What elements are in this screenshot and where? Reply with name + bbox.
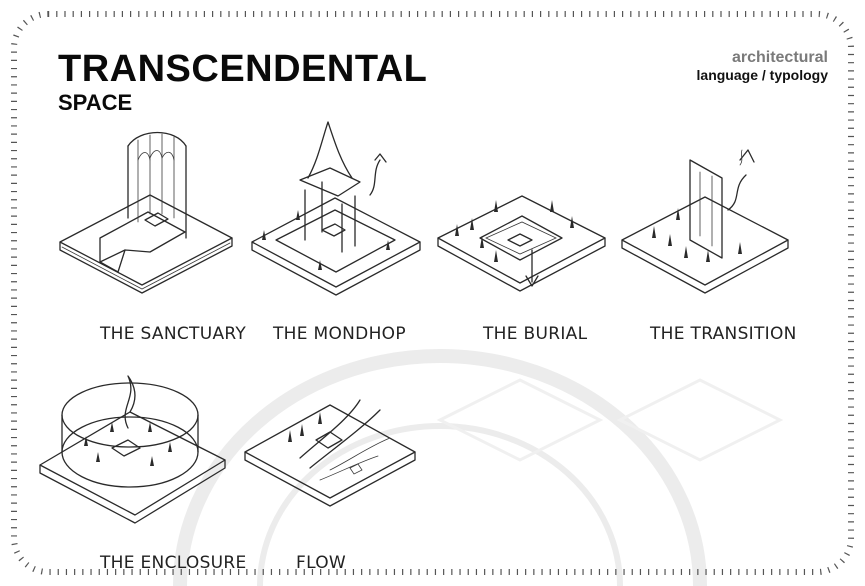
label-transition: THE TRANSITION	[650, 324, 797, 344]
label-enclosure: THE ENCLOSURE	[100, 553, 247, 573]
label-mondhop: THE MONDHOP	[273, 324, 406, 344]
label-sanctuary: THE SANCTUARY	[100, 324, 246, 344]
label-burial: THE BURIAL	[483, 324, 587, 344]
sketch-sanctuary	[60, 133, 232, 294]
label-flow: FLOW	[296, 553, 346, 573]
sketch-burial	[438, 196, 605, 291]
sketch-transition	[622, 150, 788, 293]
sketch-enclosure	[40, 376, 225, 523]
sketch-mondhop	[252, 122, 420, 295]
sketch-flow	[245, 400, 415, 506]
